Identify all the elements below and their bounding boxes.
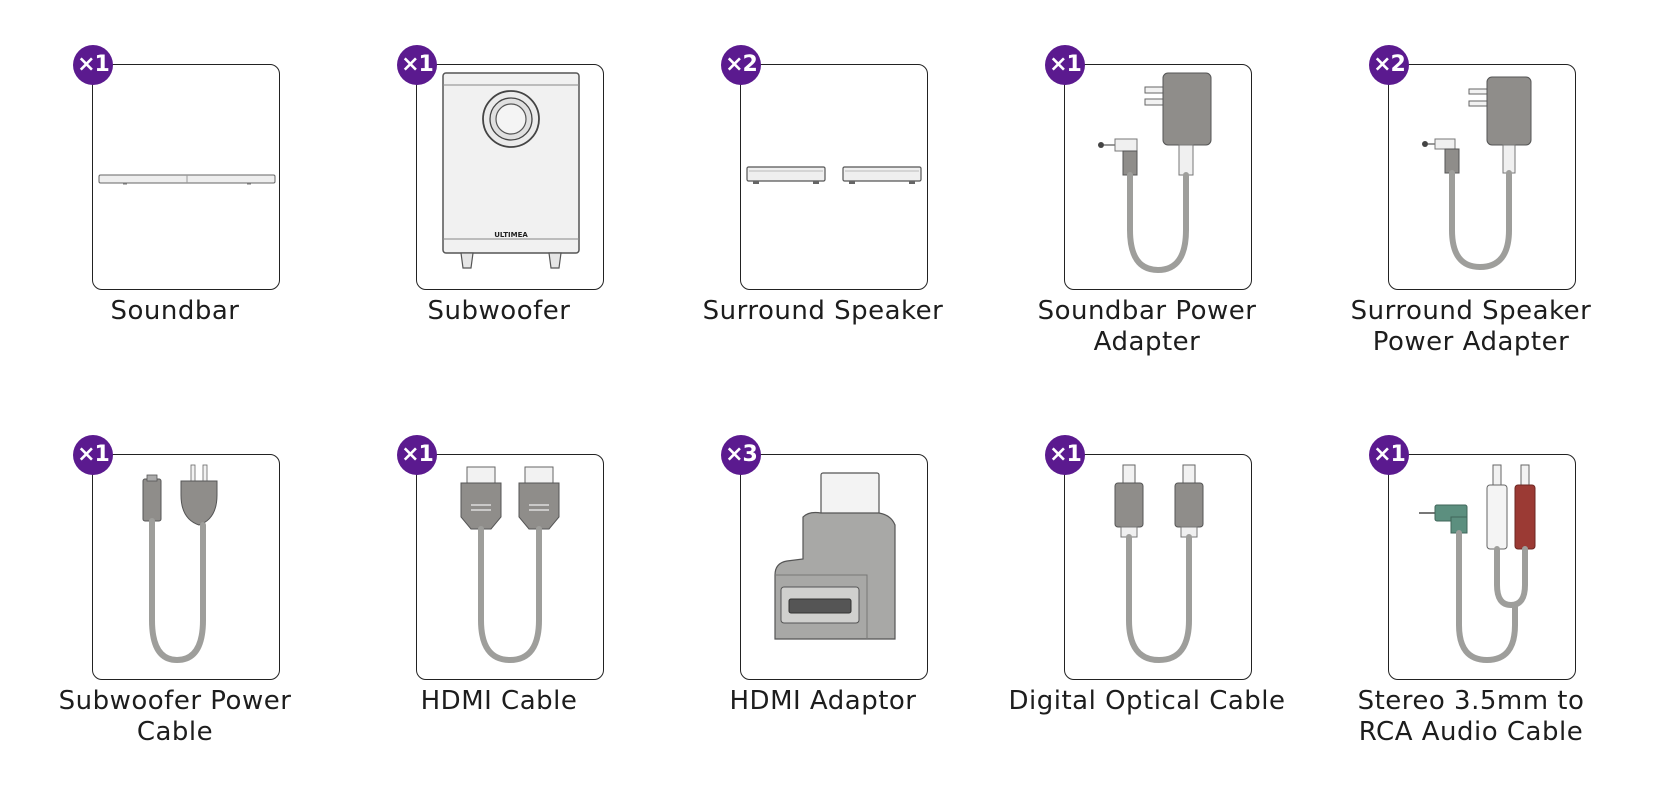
item-digital-optical-cable: ×1 Digital Optical Cable xyxy=(982,435,1285,804)
quantity-badge: ×1 xyxy=(73,45,113,85)
item-soundbar: ×1 Soundbar xyxy=(10,45,280,414)
item-label: HDMI Adaptor xyxy=(729,686,917,716)
quantity-badge: ×1 xyxy=(73,435,113,475)
hdmi-adaptor-icon xyxy=(740,454,928,680)
quantity-badge: ×3 xyxy=(721,435,761,475)
item-stereo-rca-cable: ×1 Stereo 3.5mm to RCA Audio Cable xyxy=(1306,435,1584,804)
item-label: Stereo 3.5mm to RCA Audio Cable xyxy=(1357,686,1585,747)
item-label: Surround Speaker Power Adapter xyxy=(1350,296,1592,357)
item-label: Surround Speaker xyxy=(702,296,944,326)
item-subwoofer-power-cable: ×1 Subwoofer Power Cable xyxy=(10,435,291,804)
quantity-badge: ×2 xyxy=(1369,45,1409,85)
item-hdmi-cable: ×1 HDMI Cable xyxy=(334,435,604,804)
hdmi-cable-icon xyxy=(416,454,604,680)
item-surround-speaker: ×2 Surround Speaker xyxy=(658,45,943,414)
surround-speaker-icon xyxy=(740,64,928,290)
optical-cable-icon xyxy=(1064,454,1252,680)
item-label: Digital Optical Cable xyxy=(1008,686,1286,716)
item-label: Subwoofer xyxy=(427,296,571,326)
subwoofer-brand-label: ULTIMEA xyxy=(494,231,528,239)
soundbar-icon xyxy=(92,64,280,290)
quantity-badge: ×1 xyxy=(1045,45,1085,85)
item-hdmi-adaptor: ×3 HDMI Adaptor xyxy=(658,435,928,804)
quantity-badge: ×2 xyxy=(721,45,761,85)
item-label: Soundbar xyxy=(110,296,240,326)
item-subwoofer: ×1 ULTIMEA Subwoofer xyxy=(334,45,604,414)
item-soundbar-power-adapter: ×1 Soundbar Power Adapter xyxy=(982,45,1256,414)
power-adapter-icon xyxy=(1064,64,1252,290)
power-cable-icon xyxy=(92,454,280,680)
quantity-badge: ×1 xyxy=(397,45,437,85)
item-label: Soundbar Power Adapter xyxy=(1037,296,1257,357)
item-surround-speaker-power-adapter: ×2 Surround Speaker Power Adapter xyxy=(1306,45,1591,414)
rca-cable-icon xyxy=(1388,454,1576,680)
quantity-badge: ×1 xyxy=(397,435,437,475)
quantity-badge: ×1 xyxy=(1045,435,1085,475)
quantity-badge: ×1 xyxy=(1369,435,1409,475)
item-label: HDMI Cable xyxy=(420,686,578,716)
item-label: Subwoofer Power Cable xyxy=(58,686,292,747)
subwoofer-icon: ULTIMEA xyxy=(416,64,604,290)
power-adapter-icon xyxy=(1388,64,1576,290)
